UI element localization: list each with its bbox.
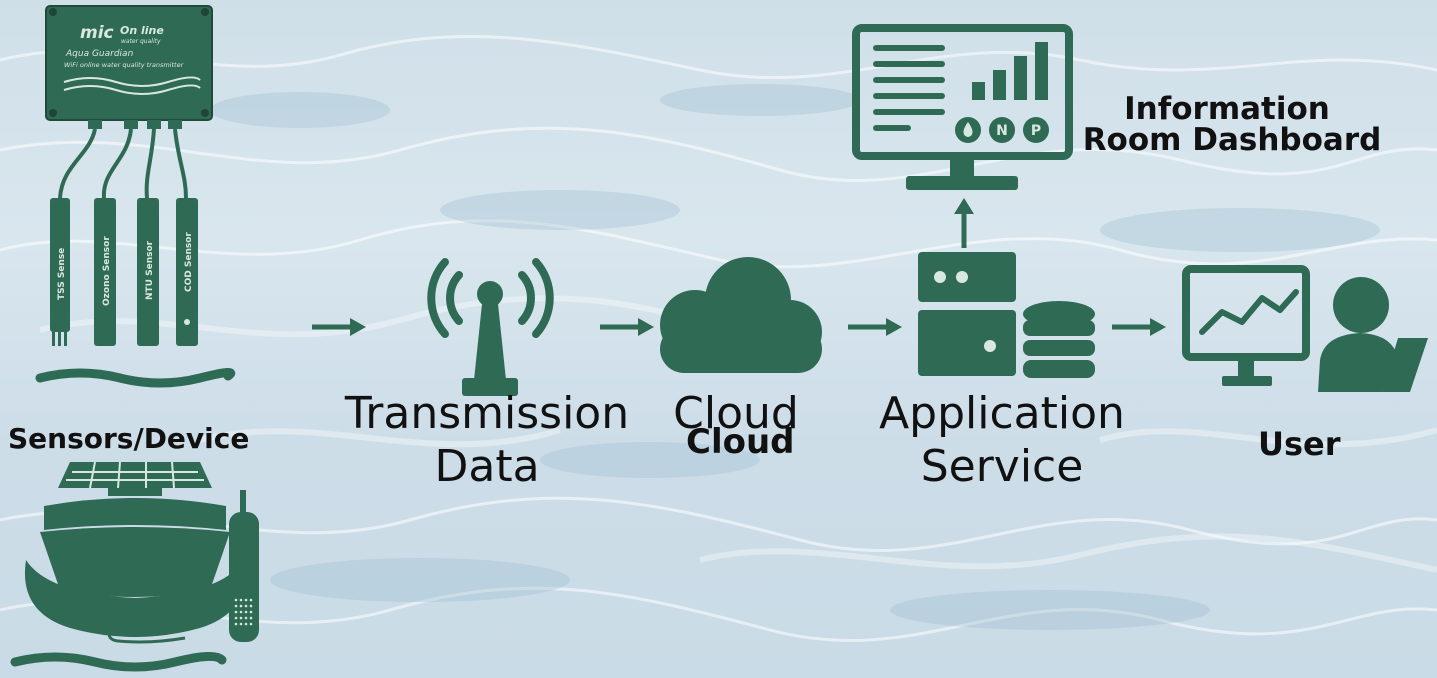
arrow-right-icon [312,318,366,336]
cloud-bold-label: Cloud [686,422,795,462]
subtitle-text: WiFi online water quality transmitter [64,61,185,69]
transmission-label: Transmission [344,388,630,439]
cloud-icon [660,257,822,373]
sensor-label-tss: TSS Sense [57,248,67,300]
user-label: User [1258,425,1341,463]
arrow-right-icon [600,318,654,336]
sensor-cables [58,128,188,199]
brand-text: mic [80,23,114,43]
antenna-icon [427,258,554,338]
arrow-up-icon [954,198,974,248]
water-wave-icon [35,368,236,388]
sensor-label-ozono: Ozono Sensor [102,236,112,306]
water-wave-icon [10,652,227,672]
badge-n: N [996,123,1008,139]
buoy-icon [24,461,259,644]
database-icon [1023,301,1095,378]
sensor-label-cod: COD Sensor [184,232,194,292]
application-label: Application [879,388,1125,439]
info-room-line1: Information [1124,91,1330,127]
service-label: Service [920,441,1084,492]
sensors-device-label: Sensors/Device [8,422,250,455]
status-sub-text: water quality [121,38,161,45]
antenna-mast [462,281,518,396]
user-at-computer-icon [1182,265,1428,392]
info-room-line2: Room Dashboard [1082,122,1382,158]
server-icon [918,252,1016,376]
monitor-dashboard-icon: N P [852,24,1073,190]
probe-icon: TSS Sense Ozono Sensor NTU Sensor COD Se… [50,198,198,346]
model-text: Aqua Guardian [65,49,134,59]
cloud-label: Cloud [673,388,799,439]
sensor-label-ntu: NTU Sensor [145,240,155,300]
badge-p: P [1031,123,1041,139]
transmitter-box-icon: mic On line water quality Aqua Guardian … [45,5,213,129]
data-label: Data [434,441,540,492]
arrow-right-icon [848,318,902,336]
arrow-right-icon [1112,318,1166,336]
status-text: On line [120,24,164,37]
